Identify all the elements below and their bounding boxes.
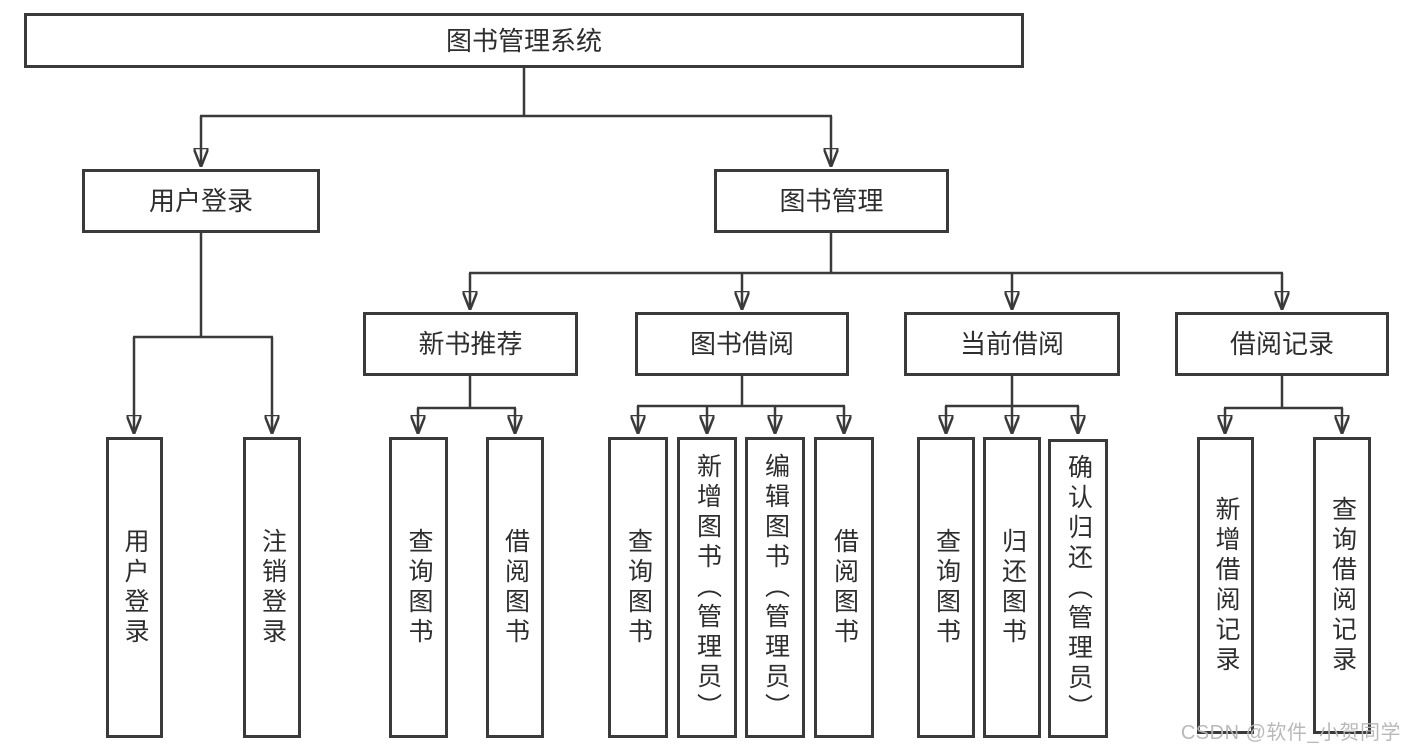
node-leaf-user-login: 用户登录 [106,437,163,738]
node-leaf-query-borrow-record: 查询借阅记录 [1313,437,1371,734]
node-user-login-branch: 用户登录 [82,169,320,233]
node-leaf-query-books-cb: 查询图书 [917,437,975,738]
node-leaf-query-books-bb: 查询图书 [608,437,668,738]
node-leaf-add-books-admin: 新增图书（管理员） [677,437,737,738]
connector-line [945,376,1079,408]
node-leaf-confirm-return-admin: 确认归还（管理员） [1048,439,1108,738]
node-leaf-add-borrow-record: 新增借阅记录 [1197,437,1254,734]
node-leaf-return-books: 归还图书 [983,437,1041,738]
node-root-system: 图书管理系统 [24,13,1024,68]
connector-line [469,233,1283,275]
node-leaf-borrow-books-rec: 借阅图书 [486,437,544,738]
node-book-borrow: 图书借阅 [635,312,849,376]
connector-line [637,376,845,408]
connector-line [1224,376,1343,410]
connector-line [133,233,273,339]
node-leaf-borrow-books-bb: 借阅图书 [814,437,874,738]
csdn-watermark: CSDN @软件_小贺同学 [1180,722,1401,744]
node-book-management: 图书管理 [714,169,949,233]
node-current-borrow: 当前借阅 [904,312,1120,376]
connector-line [200,68,832,118]
node-leaf-logout: 注销登录 [243,437,301,738]
node-borrow-records: 借阅记录 [1175,312,1389,376]
node-leaf-edit-books-admin: 编辑图书（管理员） [745,437,805,738]
connector-line [417,376,516,410]
node-new-book-recommend: 新书推荐 [363,312,578,376]
node-leaf-query-books-rec: 查询图书 [389,437,448,738]
